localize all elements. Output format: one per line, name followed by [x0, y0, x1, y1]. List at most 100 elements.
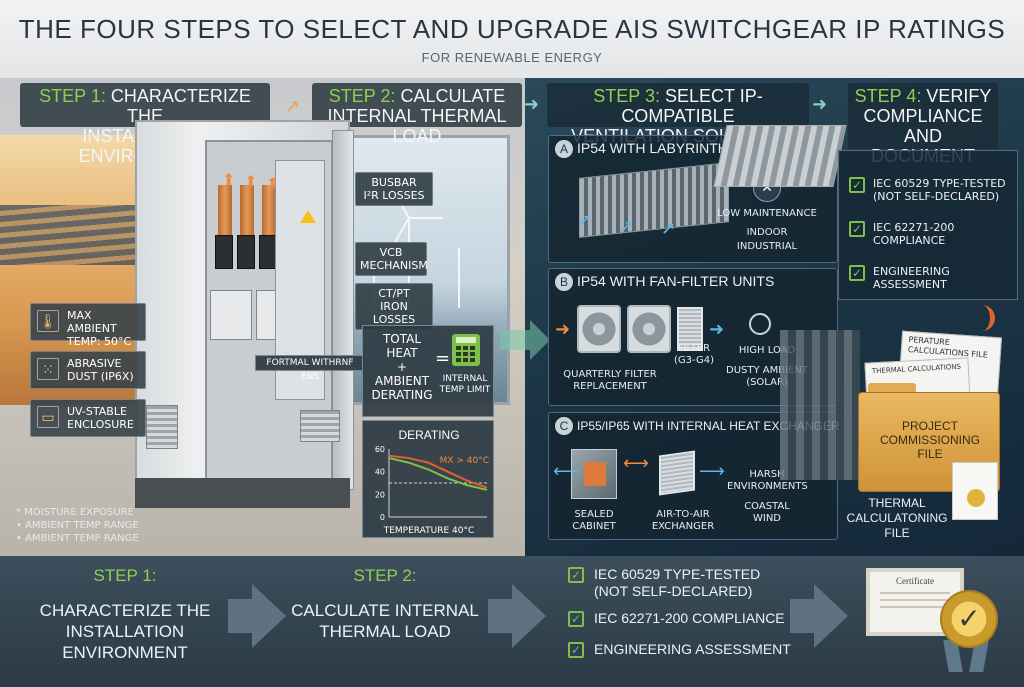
thermal-l2: CALCULATONING — [846, 511, 948, 525]
option-c-harsh-l1: HARSH — [749, 469, 785, 480]
busbar-callout: BUSBAR I²R LOSSES — [355, 172, 433, 206]
fan-icon — [627, 305, 671, 353]
checkbox-icon: ✓ — [568, 567, 584, 583]
option-b-title-text: IP54 WITH FAN-FILTER UNITS — [577, 273, 775, 289]
option-c-title: C IP55/IP65 WITH INTERNAL HEAT EXCHANGER — [555, 417, 840, 435]
option-b-label-high-load: HIGH LOAD — [738, 345, 796, 356]
option-a-label-indoor: INDOOR INDUSTRIAL — [717, 226, 817, 254]
summary-step2-number: STEP 2: — [353, 566, 417, 585]
option-c-sealed-l1: SEALED — [574, 509, 614, 520]
cool-air-arrow-icon: ➜ — [709, 319, 725, 340]
plus-sign: + — [396, 360, 408, 374]
thermometer-icon: 🌡 — [37, 310, 59, 332]
step2-header: STEP 2: CALCULATE INTERNAL THERMAL LOAD — [312, 83, 522, 146]
env-dust-l1: ABRASIVE — [67, 357, 122, 370]
option-b-dusty-l1: DUSTY AMBIENT — [726, 365, 808, 376]
signal-arc-icon — [955, 305, 995, 331]
header-band — [0, 0, 1024, 78]
summary-check1-l1: IEC 60529 TYPE-TESTED — [594, 566, 761, 582]
step2-line1: CALCULATE — [400, 86, 506, 106]
option-b-badge: B — [555, 273, 573, 291]
step4-number: STEP 4: — [854, 86, 922, 106]
heat-exchanger-icon — [659, 450, 695, 496]
summary-check-1: ✓ IEC 60529 TYPE-TESTED (NOT SELF-DECLAR… — [568, 566, 828, 600]
breaker-1 — [215, 235, 233, 269]
check-item-iec62271: ✓ IEC 62271-200 COMPLIANCE — [849, 221, 954, 247]
option-c-harsh-l2: ENVIRONMENTS — [727, 481, 808, 492]
option-c-air-l2: EXCHANGER — [651, 521, 715, 532]
env-abrasive-dust: ⁙ ABRASIVE DUST (IP6X) — [30, 351, 146, 389]
check-iec62271-l1: IEC 62271-200 — [873, 221, 955, 234]
option-b-filter-l2: (G3-G4) — [674, 355, 714, 366]
chart-annotation: MX > 40°C — [440, 456, 489, 466]
option-c-sealed-l2: CABINET — [572, 521, 616, 532]
summary-checks: ✓ IEC 60529 TYPE-TESTED (NOT SELF-DECLAR… — [568, 566, 828, 658]
cabinet-vent-right — [300, 410, 340, 442]
vcb-callout: VCB MECHANISM — [355, 242, 428, 276]
option-c-label-coastal: COASTAL WIND — [727, 501, 807, 525]
check-iec60529-l1: IEC 60529 TYPE-TESTED — [873, 177, 1006, 190]
chart-series-line-1 — [388, 454, 488, 489]
dust-icon: ⁙ — [37, 358, 59, 380]
ambient-label: AMBIENT — [374, 374, 430, 388]
option-b-label-filter: FILTER (G3-G4) — [669, 343, 719, 367]
env-max-ambient-l1: MAX AMBIENT — [67, 309, 117, 335]
option-c-coastal-l2: WIND — [752, 513, 782, 524]
check-engineering-l1: ENGINEERING — [873, 265, 950, 278]
chart-y-tick-label: 40 — [375, 468, 385, 477]
option-a-badge: A — [555, 140, 573, 158]
result-l1: INTERNAL — [442, 374, 488, 384]
env-uv-l1: UV-STABLE — [67, 405, 127, 418]
filter-icon — [677, 307, 703, 351]
ct-pt-callout: CT/PT IRON LOSSES — [355, 283, 433, 330]
env-dust-l2: DUST (IP6X) — [67, 370, 134, 383]
cool-air-arrow-icon: ⟵ — [553, 461, 579, 482]
breaker-2 — [237, 235, 255, 269]
step1-to-step2-arrow-icon: ↗ — [285, 96, 301, 117]
page-title: THE FOUR STEPS TO SELECT AND UPGRADE AIS… — [18, 14, 1006, 44]
option-c-label-sealed: SEALED CABINET — [559, 509, 629, 533]
thermal-l1: THERMAL — [868, 496, 926, 510]
gauge-icon — [749, 313, 771, 335]
airflow-arrow-icon: ➚ — [577, 210, 593, 231]
cabinet-base — [135, 478, 350, 508]
vcb-callout-l1: VCB — [379, 246, 403, 259]
option-b-label-dusty: DUSTY AMBIENT (SOLAR) — [717, 365, 817, 389]
option-c-title-text: IP55/IP65 WITH INTERNAL HEAT EXCHANGER — [577, 419, 840, 433]
machinery-illustration — [780, 330, 860, 480]
hot-air-arrow-icon: ⟷ — [623, 453, 649, 474]
note-item: • AMBIENT TEMP RANGE — [16, 533, 139, 544]
check-iec60529-l2: (NOT SELF-DECLARED) — [873, 190, 1000, 203]
summary-step2-l2: THERMAL LOAD — [319, 622, 451, 641]
thermal-file-label: THERMAL CALCULATONING FILE — [842, 496, 952, 541]
option-b-quarterly-l2: REPLACEMENT — [573, 381, 647, 392]
checkmark-icon: ✓ — [957, 602, 981, 635]
summary-check1-l2: (NOT SELF-DECLARED) — [594, 583, 753, 599]
ct-callout-l1: CT/PT — [378, 287, 410, 300]
heat-calculation-box: TOTAL HEAT + AMBIENT DERATING = INTERNAL… — [362, 325, 494, 417]
checkbox-icon: ✓ — [849, 221, 865, 237]
option-b-quarterly-l1: QUARTERLY FILTER — [563, 369, 657, 380]
option-b-filter-l1: FILTER — [677, 343, 711, 354]
option-c-badge: C — [555, 417, 573, 435]
option-b-dusty-l2: (SOLAR) — [746, 377, 788, 388]
step3-header: STEP 3: SELECT IP-COMPATIBLE VENTILATION… — [547, 83, 809, 146]
airflow-arrow-icon: ➚ — [661, 218, 677, 239]
chart-title: DERATING — [398, 428, 459, 442]
equals-sign: = — [435, 348, 451, 369]
env-max-ambient-l2: TEMP: 50°C — [67, 335, 132, 348]
busbar-callout-l2: I²R LOSSES — [363, 189, 425, 202]
summary-step1-number: STEP 1: — [93, 566, 157, 585]
option-a-indoor: INDOOR — [746, 227, 788, 238]
note-item: • AMBIENT TEMP RANGE — [16, 520, 139, 531]
checkbox-icon: ✓ — [568, 642, 584, 658]
check-engineering-l2: ASSESSMENT — [873, 278, 947, 291]
cabinet-vent-left — [146, 405, 178, 449]
derating-chart: DERATING MX > 40°C TEMPERATURE 40°C 0204… — [375, 428, 489, 536]
check-item-iec60529: ✓ IEC 60529 TYPE-TESTED (NOT SELF-DECLAR… — [849, 177, 1006, 203]
calculator-icon — [452, 334, 480, 366]
summary-check2: IEC 62271-200 COMPLIANCE — [594, 610, 785, 626]
